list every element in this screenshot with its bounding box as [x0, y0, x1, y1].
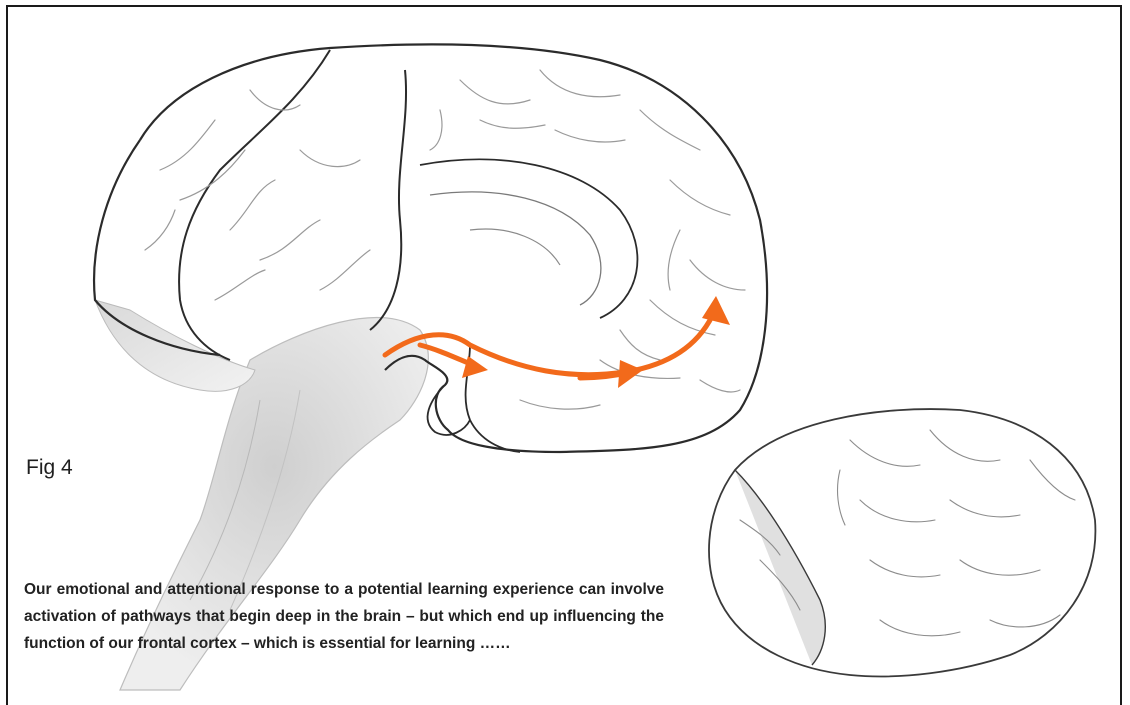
figure-label: Fig 4: [26, 456, 73, 480]
arrowhead-mid: [618, 360, 643, 388]
arrowhead-frontal: [702, 296, 730, 325]
pathway-arrows: [385, 310, 715, 378]
brain-outline: [94, 44, 767, 452]
arrowhead-branch: [462, 356, 488, 378]
pathway-arrow-main: [385, 310, 715, 375]
brain-sulci: [145, 70, 745, 409]
figure-caption: Our emotional and attentional response t…: [24, 576, 664, 657]
lateral-brain: [709, 409, 1095, 676]
